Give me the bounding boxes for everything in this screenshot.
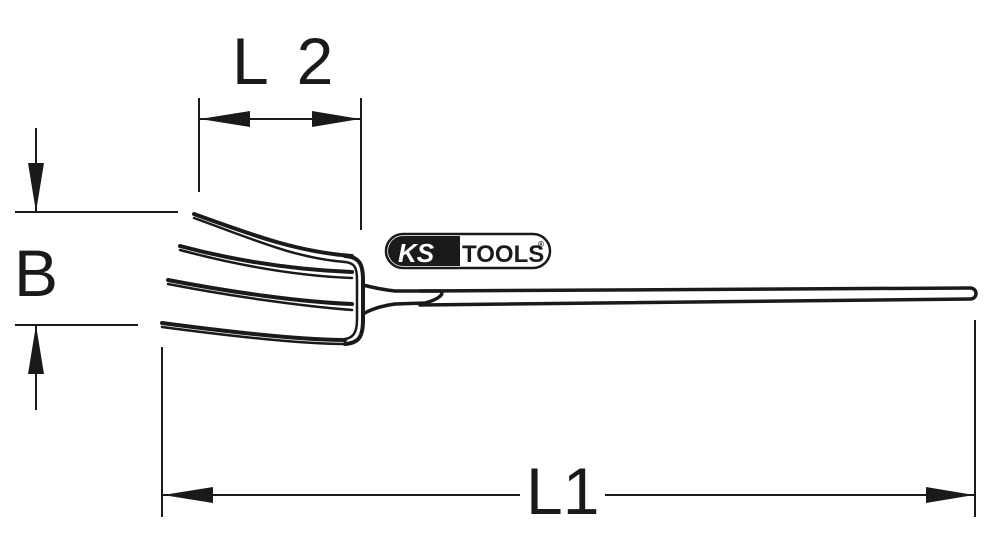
logo-registered-mark: ®	[538, 240, 544, 249]
arrow-right-icon	[926, 487, 974, 503]
arrow-down-icon	[28, 163, 44, 212]
dimension-l2	[198, 98, 362, 230]
arrow-left-icon	[163, 487, 213, 503]
arrow-left-icon	[200, 111, 250, 127]
dimension-label-b: B	[14, 236, 59, 310]
logo-brand-right: TOOLS	[462, 241, 544, 268]
fork-handle	[418, 286, 978, 307]
logo-brand-left: KS	[398, 238, 435, 268]
arrow-up-icon	[28, 325, 44, 374]
arrow-right-icon	[312, 111, 360, 127]
ks-tools-logo: KS TOOLS ®	[384, 232, 552, 270]
dimension-b	[15, 128, 178, 410]
dimension-label-l2: L 2	[232, 24, 340, 98]
dimension-label-l1: L1	[520, 458, 606, 524]
fork-head	[160, 212, 444, 346]
